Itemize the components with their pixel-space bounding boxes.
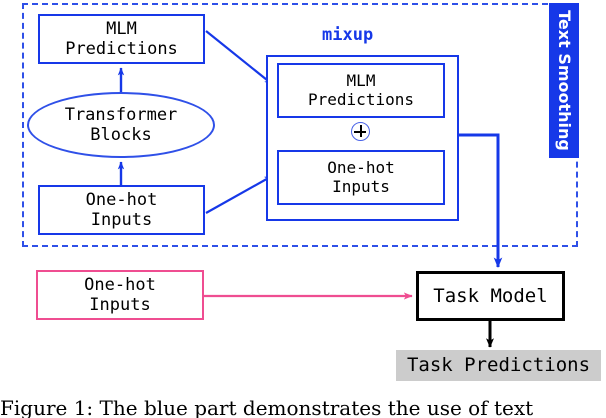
one-hot-inputs-bottom-line1: One-hot xyxy=(84,274,156,295)
mlm-predictions-top-line1: MLM xyxy=(106,18,137,39)
one-hot-inputs-box-mixup: One-hot Inputs xyxy=(277,150,445,205)
mlm-predictions-mixup-line2: Predictions xyxy=(308,89,414,109)
one-hot-inputs-box-left: One-hot Inputs xyxy=(38,185,205,235)
task-predictions-box: Task Predictions xyxy=(396,350,601,381)
task-model-label: Task Model xyxy=(433,284,548,307)
mixup-label: mixup xyxy=(322,25,374,45)
one-hot-inputs-bottom-line2: Inputs xyxy=(89,295,151,315)
task-model-box: Task Model xyxy=(416,271,565,321)
transformer-blocks-ellipse: Transformer Blocks xyxy=(27,92,215,158)
text-smoothing-banner: Text Smoothing xyxy=(549,3,579,158)
figure-caption: Figure 1: The blue part demonstrates the… xyxy=(0,396,534,418)
transformer-blocks-line2: Blocks xyxy=(90,125,152,145)
one-hot-inputs-mixup-line2: Inputs xyxy=(332,176,390,196)
mlm-predictions-top-line2: Predictions xyxy=(65,39,178,59)
mlm-predictions-mixup-line1: MLM xyxy=(346,70,376,90)
plus-circle-icon xyxy=(351,122,370,141)
one-hot-inputs-mixup-line1: One-hot xyxy=(327,157,395,177)
one-hot-inputs-left-line1: One-hot xyxy=(85,189,158,210)
task-predictions-label: Task Predictions xyxy=(406,354,591,377)
one-hot-inputs-left-line2: Inputs xyxy=(90,210,153,230)
mlm-predictions-box-mixup: MLM Predictions xyxy=(277,63,445,118)
text-smoothing-banner-label: Text Smoothing xyxy=(554,10,574,151)
mlm-predictions-box-top: MLM Predictions xyxy=(38,14,205,64)
transformer-blocks-line1: Transformer xyxy=(64,104,178,125)
one-hot-inputs-box-bottom: One-hot Inputs xyxy=(36,270,204,320)
